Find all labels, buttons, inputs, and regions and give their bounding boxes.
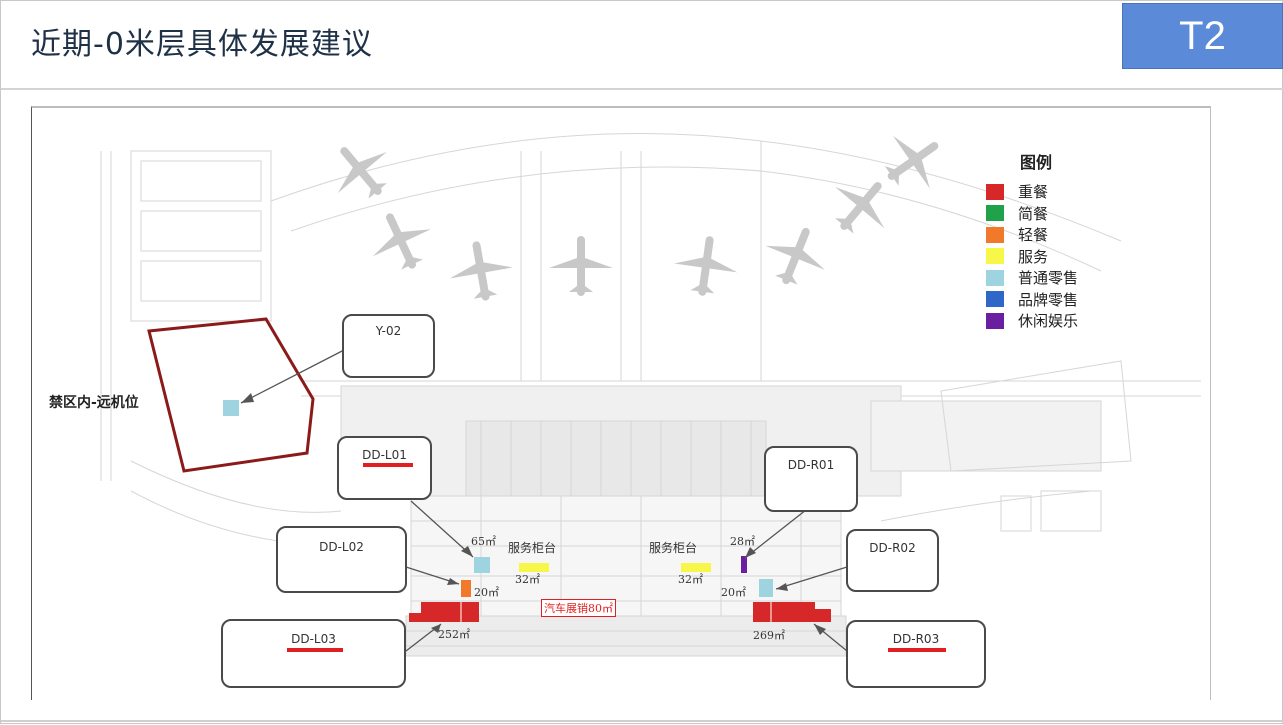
legend: 图例 重餐 简餐 轻餐 服务 普通零售 品牌零售 休闲娱乐 [986,149,1126,332]
legend-item: 休闲娱乐 [986,310,1126,332]
area-r02: 20㎡ [721,586,746,599]
legend-swatch [986,226,1004,243]
legend-swatch [986,183,1004,200]
legend-item: 简餐 [986,203,1126,225]
callout-dd-r01-label: DD-R01 [787,458,835,472]
title-divider [1,88,1283,90]
counter-left-unit [519,563,549,572]
legend-label: 重餐 [1018,183,1049,202]
callout-dd-l03[interactable]: DD-L03 [221,619,406,688]
callout-y02[interactable]: Y-02 [342,314,435,378]
y02-unit [223,400,239,416]
callout-dd-l02[interactable]: DD-L02 [276,526,407,593]
l01-unit [474,557,490,573]
car-show-label: 汽车展销80㎡ [541,599,616,617]
legend-item: 服务 [986,246,1126,268]
callout-dd-r03[interactable]: DD-R03 [846,620,986,688]
callout-dd-l01-label: DD-L01 [362,448,407,462]
r02-unit [759,579,773,597]
l03-unit [409,602,479,622]
legend-swatch [986,248,1004,265]
service-counter-right-label: 服务柜台 [649,541,698,555]
r01-unit [741,556,747,573]
callout-dd-l01-underline [363,463,413,467]
legend-label: 轻餐 [1018,226,1049,245]
legend-label: 服务 [1018,247,1049,266]
area-r03: 269㎡ [753,629,785,642]
callout-y02-label: Y-02 [375,324,402,338]
legend-swatch [986,205,1004,222]
callout-dd-l02-label: DD-L02 [319,540,364,554]
legend-item: 轻餐 [986,224,1126,246]
slide-title: 近期-0米层具体发展建议 [31,27,373,62]
l02-unit [461,580,471,597]
legend-item: 品牌零售 [986,289,1126,311]
terminal-tag: T2 [1122,3,1283,69]
service-counter-left-label: 服务柜台 [508,541,557,555]
legend-label: 简餐 [1018,204,1049,223]
legend-item: 普通零售 [986,267,1126,289]
legend-swatch [986,269,1004,286]
area-counter-right: 32㎡ [678,573,703,586]
callout-dd-l03-label: DD-L03 [291,632,336,646]
remote-stand-label: 禁区内-远机位 [49,395,139,411]
callout-dd-r03-underline [888,648,946,652]
legend-label: 休闲娱乐 [1018,312,1079,331]
remote-stand-zone [147,317,315,473]
counter-right-unit [681,563,711,572]
area-counter-left: 32㎡ [515,573,540,586]
legend-label: 普通零售 [1018,269,1079,288]
callout-dd-r03-label: DD-R03 [892,632,940,646]
r03-unit [753,602,831,622]
legend-swatch [986,291,1004,308]
callout-dd-l01[interactable]: DD-L01 [337,436,432,500]
callout-dd-r02[interactable]: DD-R02 [846,529,939,592]
callout-dd-r01[interactable]: DD-R01 [764,446,858,512]
legend-item: 重餐 [986,181,1126,203]
callout-dd-l03-underline [287,648,343,652]
legend-title: 图例 [1020,153,1053,172]
area-l03: 252㎡ [438,628,470,641]
legend-swatch [986,312,1004,329]
area-l01: 65㎡ [471,535,496,548]
area-r01: 28㎡ [730,535,755,548]
bottom-divider [1,720,1283,722]
area-l02: 20㎡ [474,586,499,599]
legend-label: 品牌零售 [1018,290,1079,309]
callout-dd-r02-label: DD-R02 [869,541,916,555]
